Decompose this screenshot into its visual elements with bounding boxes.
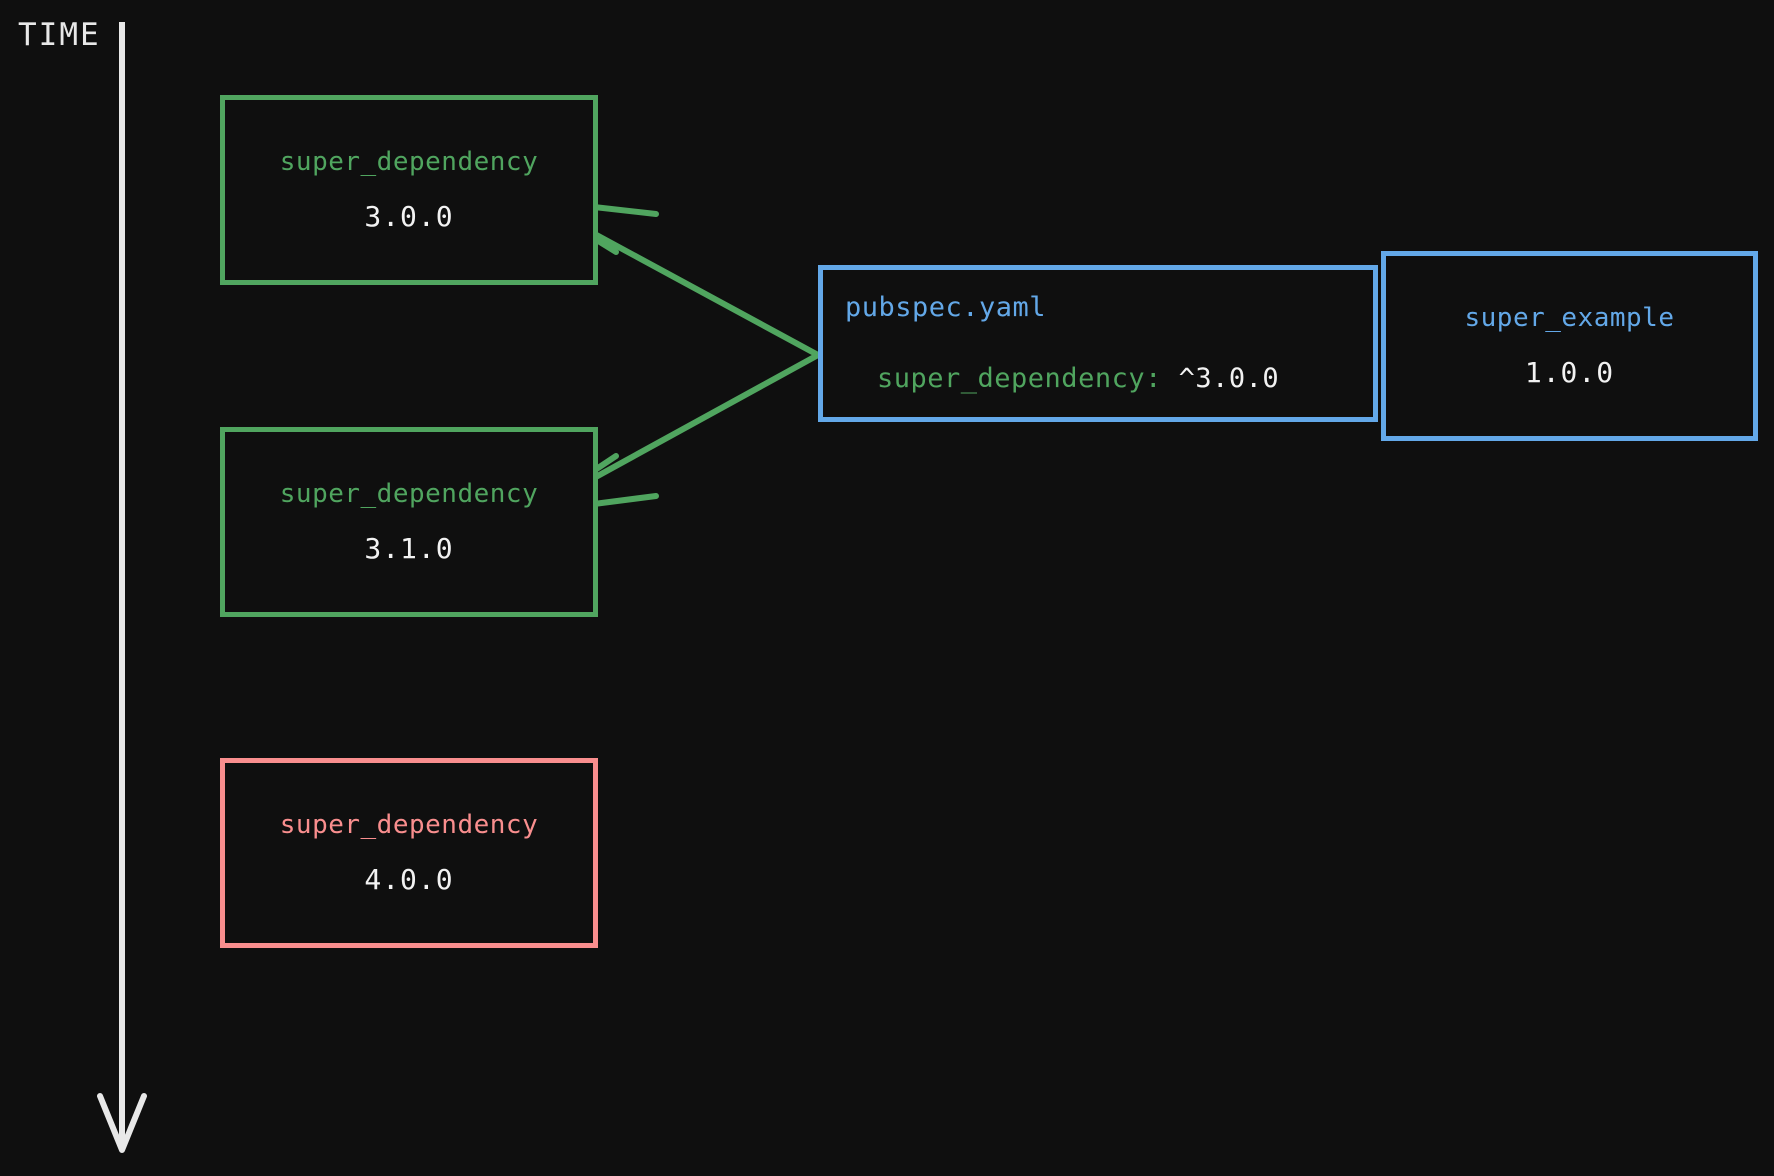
pubspec-yaml-box[interactable]: pubspec.yaml super_dependency: ^3.0.0	[818, 265, 1378, 422]
node-title: super_dependency	[279, 478, 539, 509]
node-version: 4.0.0	[364, 863, 454, 897]
node-version: 3.1.0	[364, 532, 454, 566]
node-version: 3.0.0	[364, 200, 454, 234]
node-title: super_dependency	[279, 146, 539, 177]
node-super-dependency-3-1-0[interactable]: super_dependency 3.1.0	[220, 427, 598, 617]
time-axis-arrow	[97, 22, 147, 1153]
node-version: 1.0.0	[1524, 356, 1615, 390]
pubspec-filename: pubspec.yaml	[845, 292, 1047, 323]
pubspec-dependency-key: super_dependency:	[877, 363, 1162, 394]
node-title: super_dependency	[279, 809, 539, 840]
node-super-example-1-0-0[interactable]: super_example 1.0.0	[1381, 251, 1758, 441]
node-super-dependency-4-0-0[interactable]: super_dependency 4.0.0	[220, 758, 598, 948]
node-title: super_example	[1464, 302, 1675, 333]
node-super-dependency-3-0-0[interactable]: super_dependency 3.0.0	[220, 95, 598, 285]
pubspec-dependency-constraint: ^3.0.0	[1178, 363, 1280, 394]
pubspec-dependency-entry: super_dependency: ^3.0.0	[877, 363, 1373, 394]
time-axis-label: TIME	[18, 17, 101, 53]
